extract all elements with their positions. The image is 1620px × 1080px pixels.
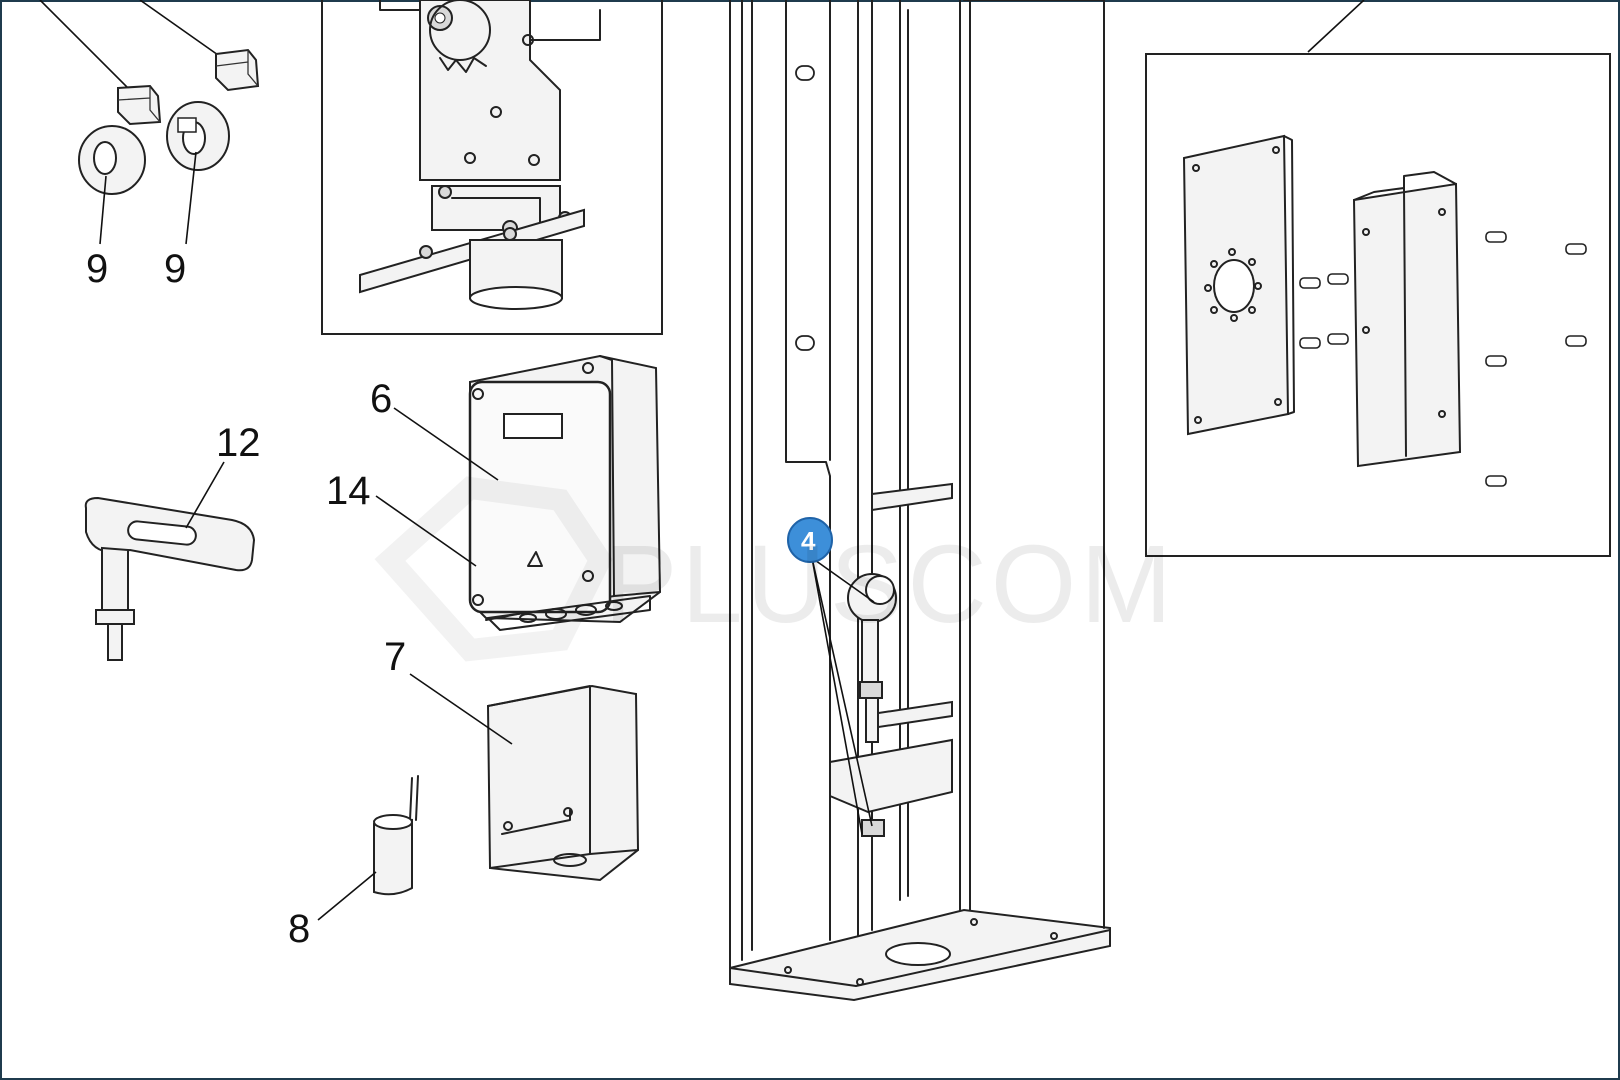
label-part-9a: 9 <box>86 247 108 291</box>
bolts <box>1299 231 1587 487</box>
watermark: PLUSCOM <box>374 476 1176 662</box>
barrier-column <box>729 0 1111 1002</box>
watermark-text: PLUSCOM <box>604 523 1176 646</box>
badge-label: 4 <box>801 526 816 556</box>
release-handle <box>84 461 256 661</box>
gearbox-detail-box <box>321 0 663 335</box>
capacitor <box>317 775 419 921</box>
limit-switch-cams <box>39 0 260 245</box>
label-part-14: 14 <box>326 469 371 513</box>
control-box <box>375 354 662 631</box>
label-part-8: 8 <box>288 907 310 951</box>
label-part-7: 7 <box>384 635 406 679</box>
mounting-plate-detail-box <box>1145 0 1611 557</box>
highlight-badge-4[interactable]: 4 <box>787 517 833 563</box>
label-part-12: 12 <box>216 421 261 465</box>
label-part-6: 6 <box>370 377 392 421</box>
motor-cover <box>409 673 640 882</box>
label-part-9b: 9 <box>164 247 186 291</box>
